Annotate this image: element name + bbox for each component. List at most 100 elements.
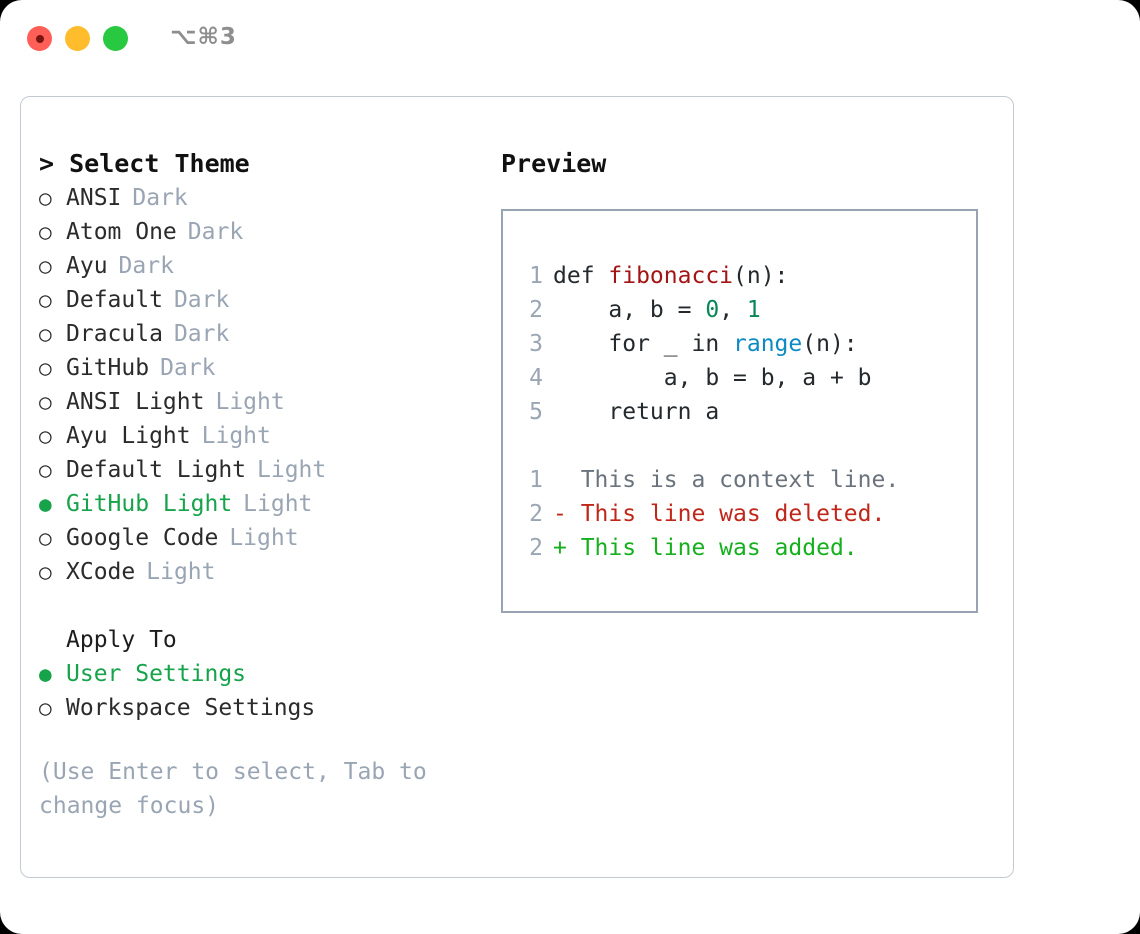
radio-unselected-icon: ○ — [39, 560, 52, 584]
apply-to-option-label: Workspace Settings — [66, 695, 316, 721]
keyboard-hint-text: (Use Enter to select, Tab to change focu… — [39, 759, 441, 819]
diff-line-number: 2 — [529, 535, 543, 561]
radio-unselected-icon: ○ — [39, 288, 52, 312]
theme-option-category: Light — [257, 457, 327, 483]
apply-to-list: ● User Settings ○ Workspace Settings — [39, 657, 479, 725]
diff-line-number: 2 — [529, 501, 543, 527]
theme-option-category: Light — [146, 559, 216, 585]
theme-option-github-light[interactable]: ● GitHub Light Light — [39, 487, 479, 521]
diff-line-text: - This line was deleted. — [553, 501, 886, 527]
diff-line: 2 - This line was deleted. — [503, 497, 976, 531]
apply-to-header: Apply To — [66, 627, 177, 653]
theme-option-category: Light — [243, 491, 313, 517]
title-bar: ⌥⌘3 — [0, 0, 1140, 78]
radio-unselected-icon: ○ — [39, 186, 52, 210]
radio-unselected-icon: ○ — [39, 696, 52, 720]
radio-unselected-icon: ○ — [39, 526, 52, 550]
theme-option-category: Light — [229, 525, 299, 551]
keyboard-shortcut-label: ⌥⌘3 — [170, 24, 237, 50]
radio-unselected-icon: ○ — [39, 390, 52, 414]
code-token: return a — [553, 399, 720, 425]
code-token: (n): — [733, 263, 789, 289]
select-theme-header: > Select Theme — [39, 149, 250, 178]
radio-selected-icon: ● — [39, 662, 52, 686]
code-line-number: 2 — [529, 297, 543, 323]
code-token: range — [733, 331, 803, 357]
code-line-number: 4 — [529, 365, 543, 391]
code-line-number: 5 — [529, 399, 543, 425]
theme-option-label: Default — [66, 287, 163, 313]
theme-option-label: ANSI Light — [66, 389, 205, 415]
code-token: , — [719, 297, 747, 323]
zoom-button-icon[interactable] — [103, 26, 128, 51]
code-line-content: a, b = b, a + b — [553, 361, 872, 395]
theme-option-category: Light — [201, 423, 271, 449]
code-line-content: def fibonacci(n): — [553, 259, 788, 293]
close-button-icon[interactable] — [27, 26, 52, 51]
diff-line-number: 1 — [529, 467, 543, 493]
code-line: 5 return a — [503, 395, 976, 429]
code-line: 2 a, b = 0, 1 — [503, 293, 976, 327]
hint-spacer — [39, 725, 479, 755]
theme-option-ansi-light[interactable]: ○ ANSI Light Light — [39, 385, 479, 419]
radio-unselected-icon: ○ — [39, 424, 52, 448]
radio-unselected-icon: ○ — [39, 458, 52, 482]
theme-option-label: XCode — [66, 559, 136, 585]
apply-to-option-workspace-settings[interactable]: ○ Workspace Settings — [39, 691, 479, 725]
theme-option-label: Atom One — [66, 219, 177, 245]
radio-unselected-icon: ○ — [39, 322, 52, 346]
apply-to-option-label: User Settings — [66, 661, 247, 687]
code-line: 4 a, b = b, a + b — [503, 361, 976, 395]
theme-option-label: Default Light — [66, 457, 247, 483]
code-token: 1 — [746, 297, 761, 323]
theme-option-label: Dracula — [66, 321, 163, 347]
preview-title: Preview — [501, 149, 607, 178]
theme-option-category: Dark — [173, 321, 230, 347]
diff-sample: 1 This is a context line. 2 - This line wa… — [503, 463, 976, 565]
radio-unselected-icon: ○ — [39, 356, 52, 380]
radio-unselected-icon: ○ — [39, 254, 52, 278]
diff-line-text: This is a context line. — [553, 467, 900, 493]
theme-option-label: ANSI — [66, 185, 122, 211]
theme-option-default-light[interactable]: ○ Default Light Light — [39, 453, 479, 487]
theme-option-xcode[interactable]: ○ XCode Light — [39, 555, 479, 589]
diff-line: 2 + This line was added. — [503, 531, 976, 565]
window-controls — [27, 26, 128, 51]
radio-selected-icon: ● — [39, 492, 52, 516]
theme-option-default[interactable]: ○ Default Dark — [39, 283, 479, 317]
theme-option-category: Dark — [173, 287, 230, 313]
code-line-content: return a — [553, 395, 719, 429]
code-token: a, b = b, a + b — [553, 365, 872, 391]
theme-option-category: Light — [215, 389, 285, 415]
apply-to-option-user-settings[interactable]: ● User Settings — [39, 657, 479, 691]
list-spacer — [39, 589, 479, 623]
code-line-content: for _ in range(n): — [553, 327, 858, 361]
theme-option-label: Ayu — [66, 253, 108, 279]
code-token: (n): — [802, 331, 858, 357]
theme-option-dracula[interactable]: ○ Dracula Dark — [39, 317, 479, 351]
theme-option-atom-one[interactable]: ○ Atom One Dark — [39, 215, 479, 249]
diff-line-text: + This line was added. — [553, 535, 858, 561]
theme-option-category: Dark — [160, 355, 216, 381]
code-line-content: a, b = 0, 1 — [553, 293, 761, 327]
minimize-button-icon[interactable] — [65, 26, 90, 51]
code-diff-separator — [503, 429, 976, 463]
code-token: fibonacci — [608, 263, 734, 289]
diff-line: 1 This is a context line. — [503, 463, 976, 497]
theme-option-category: Dark — [187, 219, 244, 245]
code-token: 0 — [705, 297, 720, 323]
theme-option-label: GitHub Light — [66, 491, 233, 517]
radio-unselected-icon: ○ — [39, 220, 52, 244]
